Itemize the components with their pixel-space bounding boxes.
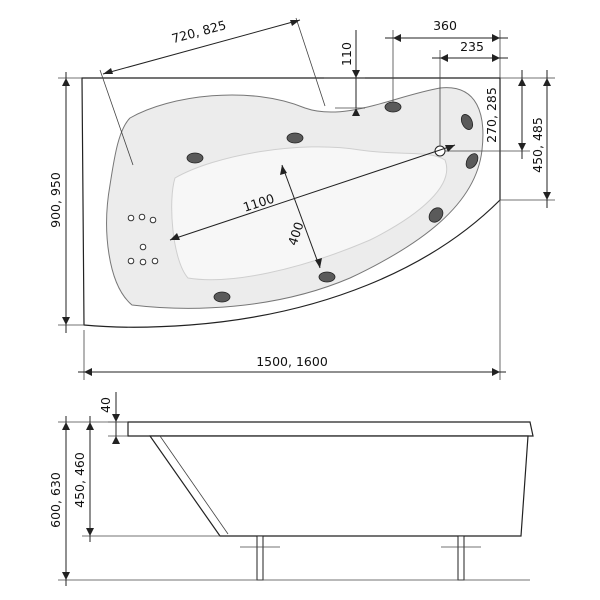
dimension-depth: 450, 460 [72, 416, 220, 542]
dimension-drain-x-outer: 360 [385, 18, 508, 102]
headrest-jet-icon [139, 258, 147, 266]
jet-icon [428, 207, 444, 223]
headrest-jet-icon [138, 213, 146, 221]
headrest-jet-icon [127, 214, 135, 222]
jet-icon [460, 114, 474, 130]
dimension-label: 360 [433, 18, 457, 33]
jet-icon [318, 271, 336, 283]
jet-icon [384, 101, 402, 113]
side-view: 40 450, 460 600, 630 [48, 392, 534, 586]
dimension-rim: 40 [98, 392, 128, 444]
dimension-label: 235 [460, 39, 484, 54]
dimension-label: 600, 630 [48, 472, 63, 528]
headrest-jet-icon [127, 257, 135, 265]
headrest-jet-icon [149, 216, 157, 224]
headrest-jet-icon [151, 257, 159, 265]
tub-basin-floor [171, 146, 448, 281]
top-view: 720, 825 110 360 235 [48, 17, 555, 380]
jet-icon [286, 132, 304, 144]
jet-icon [465, 153, 479, 169]
dimension-total-length: 1500, 1600 [78, 200, 506, 380]
dimension-label: 450, 485 [530, 117, 545, 173]
tub-rim [127, 421, 534, 437]
dimension-notch: 110 [324, 30, 365, 116]
tub-side-body [148, 435, 529, 537]
dimension-left-height: 900, 950 [48, 72, 84, 333]
headrest-jet-icon [139, 243, 147, 251]
jet-icon [186, 152, 204, 164]
dimension-drain-y: 270, 285 [445, 70, 540, 159]
dimension-label: 40 [98, 397, 113, 413]
dimension-label: 450, 460 [72, 452, 87, 508]
dimension-label: 270, 285 [484, 87, 499, 143]
dimension-label: 900, 950 [48, 172, 63, 228]
dimension-label: 110 [339, 42, 354, 66]
dimension-right-height: 450, 485 [500, 70, 555, 208]
dimension-total-height: 600, 630 [48, 416, 82, 586]
dimension-label: 1500, 1600 [256, 354, 328, 369]
dimension-drain-x-inner: 235 [432, 39, 508, 146]
jet-icon [213, 291, 231, 303]
dimension-inner-width: 400 [280, 164, 322, 269]
dimension-label: 400 [285, 220, 307, 247]
tub-leg [457, 535, 465, 581]
tub-leg [256, 535, 264, 581]
